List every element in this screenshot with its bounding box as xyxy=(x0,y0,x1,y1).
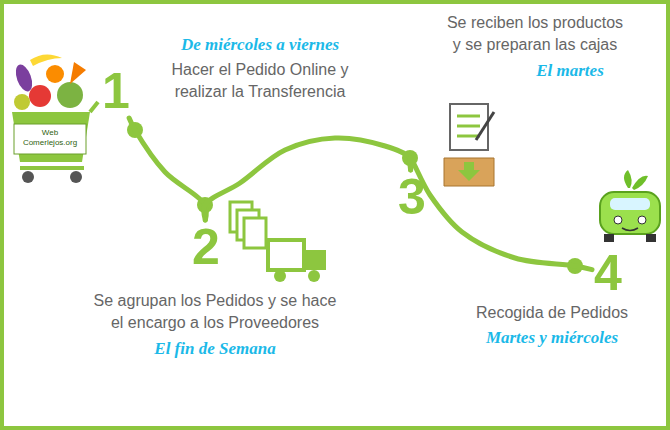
leaf xyxy=(632,176,648,190)
check-line xyxy=(457,125,480,128)
step-number: 3 xyxy=(396,170,428,224)
cart-base xyxy=(20,166,84,170)
flow-line xyxy=(410,158,592,270)
banana xyxy=(30,54,62,66)
time-label: El fin de Semana xyxy=(95,338,335,360)
step-number: 1 xyxy=(100,64,132,118)
leaf xyxy=(624,170,632,188)
truck-icon xyxy=(268,240,326,282)
clipboard xyxy=(450,104,488,150)
truck-body xyxy=(268,240,304,270)
tomato xyxy=(29,85,51,107)
step-number: 2 xyxy=(190,220,222,274)
time-label: Martes y miércoles xyxy=(447,327,657,349)
pear xyxy=(14,94,30,110)
cart-sign xyxy=(14,124,86,154)
flow-line xyxy=(129,118,206,220)
step-number-text: 4 xyxy=(594,248,622,298)
time-label: De miércoles a viernes xyxy=(135,34,385,56)
step-description: Se reciben los productos y se preparan l… xyxy=(410,12,660,57)
cart-sign-text: Web Comerlejos.org xyxy=(16,128,84,147)
cart-wheel xyxy=(70,171,82,183)
step-number-text: 1 xyxy=(102,66,130,116)
lettuce xyxy=(57,82,83,108)
carrot xyxy=(70,62,86,84)
document xyxy=(244,218,266,248)
orange xyxy=(46,65,64,83)
step-number-text: 3 xyxy=(398,172,426,222)
time-label: El martes xyxy=(470,60,670,82)
car-icon xyxy=(600,170,660,242)
windshield xyxy=(610,198,650,210)
truck-cab xyxy=(304,250,326,270)
car-wheel xyxy=(646,234,656,242)
cart-handle xyxy=(90,102,98,112)
parcel-box xyxy=(444,158,494,186)
check-line xyxy=(457,115,480,118)
flow-line xyxy=(204,138,411,220)
documents-icon xyxy=(230,202,266,248)
down-arrow xyxy=(458,162,480,181)
pencil xyxy=(476,112,494,140)
truck-wheel xyxy=(274,270,286,282)
car-eye xyxy=(614,216,622,224)
checklist-icon xyxy=(444,104,494,186)
car-smile xyxy=(622,228,638,231)
truck-wheel xyxy=(308,270,320,282)
cart-icon xyxy=(12,54,98,183)
cart-wheel xyxy=(22,171,34,183)
step-description: Se agrupan los Pedidos y se hace el enca… xyxy=(65,290,365,335)
car-wheel xyxy=(604,234,614,242)
step-number-text: 2 xyxy=(192,222,220,272)
step-description: Hacer el Pedido Online y realizar la Tra… xyxy=(140,59,380,104)
cart-basket xyxy=(12,112,90,162)
car-eye xyxy=(638,216,646,224)
step-number: 4 xyxy=(592,246,624,300)
car-body xyxy=(600,192,660,234)
step-description: Recogida de Pedidos xyxy=(447,302,657,324)
